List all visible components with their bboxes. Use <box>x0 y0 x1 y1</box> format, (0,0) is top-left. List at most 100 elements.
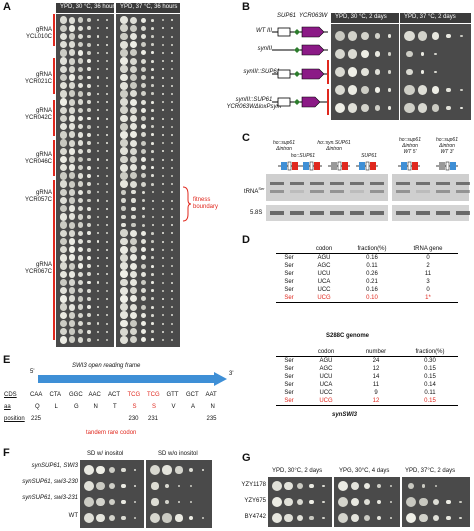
yeast-colony-spot <box>87 190 92 195</box>
cds-codon: AAT <box>205 392 217 398</box>
yeast-colony-spot <box>130 57 137 65</box>
amino-acid: N <box>210 404 215 410</box>
yeast-colony-spot <box>59 106 67 114</box>
tandem-rare-codon-caption: tandem rare codon <box>86 430 137 436</box>
yeast-colony-spot <box>175 514 183 522</box>
yeast-colony-spot <box>151 174 155 178</box>
yeast-colony-spot <box>334 30 346 42</box>
yeast-colony-spot <box>140 255 146 261</box>
rrna-band <box>416 211 430 215</box>
cell: Ser <box>284 398 294 404</box>
codon-position: 225 <box>31 416 42 422</box>
yeast-colony-spot <box>151 18 155 22</box>
yeast-colony-spot <box>130 98 137 106</box>
yeast-colony-spot <box>130 106 137 114</box>
yeast-colony-spot <box>151 482 159 490</box>
cds-codon: ACT <box>108 392 120 398</box>
yeast-colony-spot <box>419 497 429 507</box>
panel-f-label: F <box>3 447 10 459</box>
rrna-blot-right <box>392 205 469 221</box>
yeast-colony-spot <box>87 26 92 31</box>
yeast-colony-spot <box>130 262 137 270</box>
yeast-colony-spot <box>161 215 164 218</box>
yeast-colony-spot <box>459 500 463 504</box>
yeast-colony-spot <box>151 76 155 79</box>
yeast-colony-spot <box>77 312 84 319</box>
trna-ser-label: tRNASer <box>244 186 265 195</box>
rrna-band <box>436 211 450 215</box>
yeast-colony-spot <box>119 237 128 246</box>
yeast-colony-spot <box>68 16 76 24</box>
yeast-colony-spot <box>140 99 146 105</box>
yeast-colony-spot <box>59 24 67 32</box>
cell: 24 <box>372 358 380 364</box>
yeast-colony-spot <box>59 336 67 344</box>
yeast-colony-spot <box>171 166 174 169</box>
yeast-colony-spot <box>171 199 174 202</box>
yeast-colony-spot <box>171 314 174 317</box>
yeast-colony-spot <box>161 265 164 268</box>
yeast-colony-spot <box>59 188 67 196</box>
yeast-colony-spot <box>161 248 164 251</box>
yeast-colony-spot <box>161 27 164 30</box>
yeast-colony-spot <box>119 32 128 41</box>
header-cell: fraction(%) <box>415 349 445 355</box>
yeast-colony-spot <box>119 294 128 303</box>
yeast-colony-spot <box>121 214 127 220</box>
yeast-colony-spot <box>96 125 100 128</box>
yeast-colony-spot <box>68 33 76 40</box>
yeast-colony-spot <box>151 92 155 96</box>
yeast-colony-spot <box>68 65 76 73</box>
yeast-colony-spot <box>77 74 84 81</box>
yeast-colony-spot <box>105 43 108 46</box>
yeast-colony-spot <box>162 513 172 523</box>
yeast-colony-spot <box>130 279 137 286</box>
yeast-colony-spot <box>431 32 440 40</box>
yeast-colony-spot <box>171 27 174 30</box>
yeast-colony-spot <box>87 297 92 301</box>
panel-f-row-label: synSUP61, swi3-231 <box>22 495 78 501</box>
amino-acid: V <box>171 404 176 410</box>
yeast-colony-spot <box>77 123 84 130</box>
cell: UCU <box>319 374 333 380</box>
yeast-colony-spot <box>96 191 100 194</box>
yeast-colony-spot <box>83 497 94 507</box>
yeast-colony-spot <box>59 328 67 336</box>
yeast-colony-spot <box>105 265 108 268</box>
yeast-colony-spot <box>96 330 100 333</box>
panel-g-label: G <box>242 452 251 464</box>
yeast-colony-spot <box>406 68 413 76</box>
yeast-colony-spot <box>130 16 137 24</box>
yeast-colony-spot <box>161 35 164 38</box>
yeast-colony-spot <box>389 516 393 520</box>
swi3-orf-label: SWI3 open reading frame <box>72 363 141 369</box>
yeast-colony-spot <box>171 43 174 46</box>
yeast-colony-spot <box>141 199 145 202</box>
yeast-colony-spot <box>83 513 94 523</box>
yeast-colony-spot <box>140 337 146 343</box>
yeast-colony-spot <box>361 50 369 58</box>
cell: 11 <box>424 271 432 277</box>
yeast-colony-spot <box>161 191 164 194</box>
yeast-colony-spot <box>140 271 146 277</box>
loxpsym-site <box>294 71 300 77</box>
yeast-colony-spot <box>435 485 437 487</box>
yeast-colony-spot <box>347 49 358 59</box>
yeast-colony-spot <box>151 256 155 260</box>
yeast-colony-spot <box>77 148 84 155</box>
yeast-colony-spot <box>108 498 116 506</box>
yeast-colony-spot <box>59 49 67 57</box>
yeast-colony-spot <box>119 65 128 74</box>
cell: Ser <box>284 366 294 372</box>
panel-g-plate-ypd-37c <box>402 477 470 527</box>
yeast-colony-spot <box>87 18 92 22</box>
yeast-colony-spot <box>105 322 108 325</box>
yeast-colony-spot <box>96 174 100 177</box>
panel-b-red-bar <box>327 60 329 84</box>
yeast-colony-spot <box>376 515 382 521</box>
yeast-colony-spot <box>130 24 137 32</box>
yeast-colony-spot <box>68 197 76 204</box>
yeast-colony-spot <box>406 50 413 58</box>
